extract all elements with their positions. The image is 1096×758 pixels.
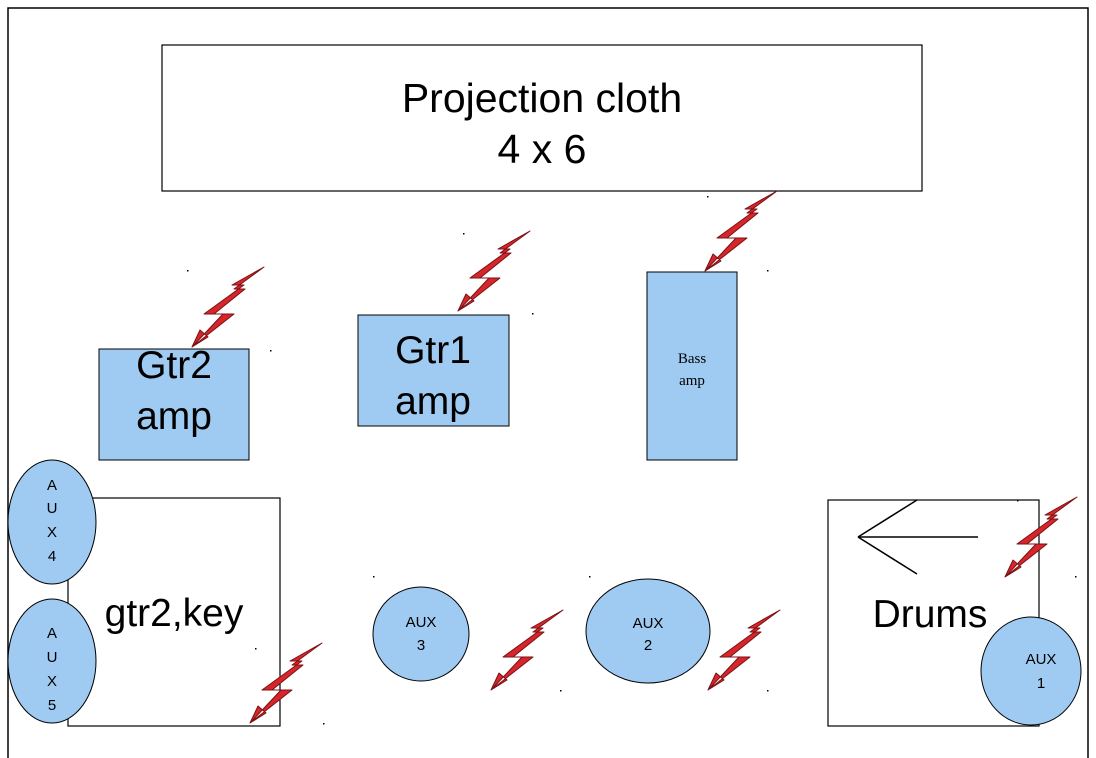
- aux1-monitor: AUX 1: [980, 616, 1082, 726]
- gtr1-amp-name: Gtr1: [395, 329, 471, 372]
- power-bolt-icon: [457, 230, 531, 312]
- aux3-monitor: AUX 3: [372, 586, 470, 682]
- aux2-monitor: AUX 2: [585, 578, 711, 684]
- power-bolt-icon: [490, 609, 564, 691]
- aux5-number: 5: [48, 697, 56, 714]
- aux4-letter-x: X: [47, 524, 57, 541]
- aux5-letter-u: U: [47, 649, 58, 666]
- projection-cloth-size: 4 x 6: [498, 126, 587, 172]
- gtr2-amp-name: Gtr2: [136, 344, 212, 387]
- bass-amp-type: amp: [679, 373, 705, 389]
- drums-label: Drums: [873, 593, 988, 636]
- gtr2-amp: Gtr2 amp: [98, 344, 250, 461]
- gtr2-amp-type: amp: [136, 395, 212, 438]
- power-bolt-icon: [704, 190, 778, 272]
- stage-border: [7, 7, 1089, 758]
- aux4-letter-a: A: [47, 477, 57, 494]
- power-bolt-icon: [707, 609, 781, 691]
- aux3-label: AUX: [406, 614, 437, 631]
- aux4-monitor: A U X 4: [7, 459, 97, 585]
- projection-cloth: Projection cloth 4 x 6: [161, 44, 923, 192]
- aux3-number: 3: [417, 637, 425, 654]
- aux2-label: AUX: [633, 615, 664, 632]
- aux5-monitor: A U X 5: [7, 598, 97, 724]
- aux4-letter-u: U: [47, 500, 58, 517]
- aux5-letter-x: X: [47, 673, 57, 690]
- bass-amp-name: Bass: [678, 351, 707, 367]
- projection-cloth-title: Projection cloth: [402, 75, 682, 121]
- handle-dots: [187, 196, 1077, 725]
- bass-amp: Bass amp: [646, 271, 738, 461]
- gtr2-key-position: gtr2,key: [67, 497, 281, 727]
- gtr1-amp: Gtr1 amp: [357, 314, 510, 427]
- aux5-letter-a: A: [47, 625, 57, 642]
- aux1-number: 1: [1037, 675, 1045, 692]
- gtr2-key-label: gtr2,key: [105, 592, 244, 635]
- aux4-number: 4: [48, 548, 56, 565]
- gtr1-amp-type: amp: [395, 380, 471, 423]
- power-bolt-icon: [191, 266, 265, 348]
- arrow-left-icon: [857, 499, 978, 575]
- aux2-number: 2: [644, 637, 652, 654]
- aux1-label: AUX: [1026, 651, 1057, 668]
